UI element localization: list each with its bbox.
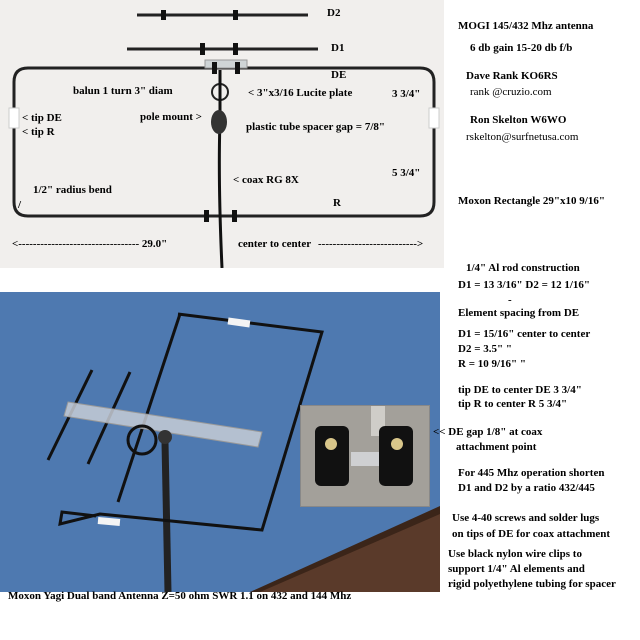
d2-clip-right xyxy=(233,10,238,20)
spacing-r: R = 10 9/16" " xyxy=(458,358,526,370)
label-de: DE xyxy=(331,69,347,81)
top-antenna-drawing xyxy=(8,10,440,268)
label-pole-mount: pole mount > xyxy=(140,111,202,123)
de-gap: << DE gap 1/8" at coax xyxy=(433,426,543,438)
dash-mark: - xyxy=(508,294,512,306)
tip-de-dimension: tip DE to center DE 3 3/4" xyxy=(458,384,582,396)
inset-photo-coax-attachment xyxy=(300,405,430,507)
sky-tape-bottom xyxy=(97,517,121,526)
d1-clip-right xyxy=(233,43,238,55)
mast xyxy=(161,441,172,592)
sky-antenna-drawing xyxy=(46,312,324,592)
de-clip-right xyxy=(235,62,240,74)
director-lengths: D1 = 13 3/16" D2 = 12 1/16" xyxy=(458,279,590,291)
author-1: Dave Rank KO6RS xyxy=(466,70,558,82)
use-line-5: rigid polyethylene tubing for spacer xyxy=(448,578,616,590)
email-1: rank @cruzio.com xyxy=(470,86,552,98)
label-radius: 1/2" radius bend xyxy=(33,184,112,196)
label-tip-de: < tip DE xyxy=(22,112,62,124)
label-dim-r: 5 3/4" xyxy=(392,167,421,179)
sky-tape-top xyxy=(227,317,251,328)
label-width-left: <--------------------------------- 29.0" xyxy=(12,238,168,250)
r-clip-left xyxy=(204,210,209,222)
label-slash: / xyxy=(18,199,22,211)
pole-mount-block xyxy=(211,110,227,134)
inset-screw-left xyxy=(325,438,337,450)
operation-line-1: For 445 Mhz operation shorten xyxy=(458,467,605,479)
house-roof xyxy=(210,492,440,592)
antenna-gain: 6 db gain 15-20 db f/b xyxy=(470,42,573,54)
inset-lug-left xyxy=(315,426,349,486)
author-2: Ron Skelton W6WO xyxy=(470,114,567,126)
label-lucite: < 3"x3/16 Lucite plate xyxy=(248,87,353,99)
spacing-d2: D2 = 3.5" " xyxy=(458,343,512,355)
label-spacer: plastic tube spacer gap = 7/8" xyxy=(246,121,385,133)
d1-clip-left xyxy=(200,43,205,55)
antenna-title: MOGI 145/432 Mhz antenna xyxy=(458,20,594,32)
sky-mount xyxy=(158,430,172,444)
label-dim-de: 3 3/4" xyxy=(392,88,421,100)
inset-lug-right xyxy=(379,426,413,486)
top-photo: D2 D1 DE balun 1 turn 3" diam < 3"x3/16 … xyxy=(0,0,444,268)
label-width-right: ---------------------------> xyxy=(318,238,424,250)
label-balun: balun 1 turn 3" diam xyxy=(73,85,173,97)
lucite-plate xyxy=(204,59,248,69)
label-center: center to center xyxy=(238,238,312,250)
spacing-d1: D1 = 15/16" center to center xyxy=(458,328,591,340)
use-line-2: on tips of DE for coax attachment xyxy=(452,528,611,540)
email-2: rskelton@surfnetusa.com xyxy=(466,131,579,143)
label-coax: < coax RG 8X xyxy=(233,174,299,186)
moxon-size: Moxon Rectangle 29"x10 9/16" xyxy=(458,195,605,207)
construction: 1/4" Al rod construction xyxy=(466,262,580,274)
use-line-1: Use 4-40 screws and solder lugs xyxy=(452,512,600,524)
attachment-point: attachment point xyxy=(456,441,537,453)
d2-clip-left xyxy=(161,10,166,20)
use-line-4: support 1/4" Al elements and xyxy=(448,563,585,575)
label-d1: D1 xyxy=(331,42,345,54)
tip-tape-right xyxy=(428,107,440,129)
roof-edge xyxy=(250,506,440,592)
use-line-3: Use black nylon wire clips to xyxy=(448,548,582,560)
sky-balun-loop xyxy=(126,424,158,456)
label-d2: D2 xyxy=(327,7,341,19)
sky-moxon-rectangle xyxy=(58,312,324,532)
tip-tape-left xyxy=(8,107,20,129)
inset-screw-right xyxy=(391,438,403,450)
spacing-title: Element spacing from DE xyxy=(458,307,580,319)
label-tip-r: < tip R xyxy=(22,126,55,138)
inset-coax-center xyxy=(351,452,379,466)
tip-r-dimension: tip R to center R 5 3/4" xyxy=(458,398,568,410)
de-clip-left xyxy=(212,62,217,74)
sky-lucite-plate xyxy=(63,401,263,448)
sky-moxon-inner xyxy=(116,313,182,503)
r-clip-right xyxy=(232,210,237,222)
bottom-caption: Moxon Yagi Dual band Antenna Z=50 ohm SW… xyxy=(8,590,352,602)
label-r: R xyxy=(333,197,341,209)
operation-line-2: D1 and D2 by a ratio 432/445 xyxy=(458,482,595,494)
